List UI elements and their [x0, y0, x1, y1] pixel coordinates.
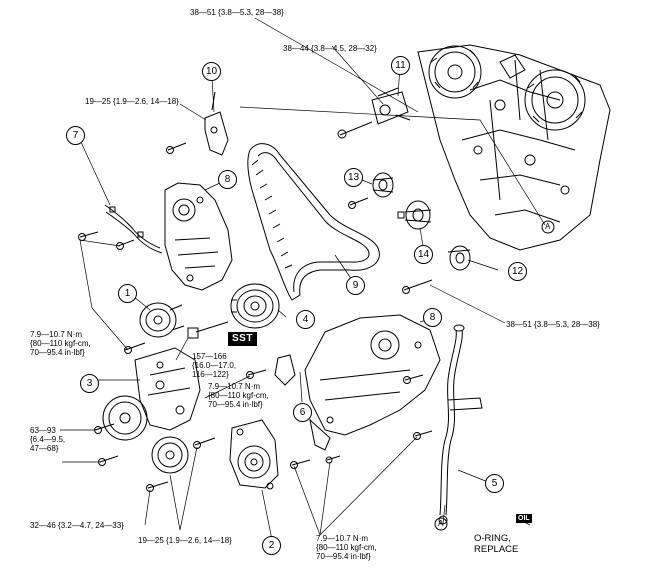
- crank-bolt: [187, 321, 229, 339]
- torque-label-10: 19—25 {1.9—2.6, 14—18}: [85, 97, 179, 106]
- torque-label-left-a: 7.9—10.7 N·m{80—110 kgf-cm,70—95.4 in·lb…: [30, 330, 91, 357]
- camshaft-pulley-left: [428, 45, 482, 99]
- callout-5: 5: [485, 474, 504, 493]
- ref-a-lower: A: [438, 519, 444, 528]
- crankshaft-pulley: [230, 283, 280, 329]
- torque-label-right: 38—51 {3.8—5.3, 28—38}: [506, 320, 600, 329]
- torque-label-63: 63—93{6.4—9.5,47—68}: [30, 426, 66, 453]
- callout-2: 2: [262, 536, 281, 555]
- reference-a-marks: [434, 220, 555, 531]
- ref-a-upper: A: [545, 222, 551, 231]
- upper-timing-cover: [164, 182, 233, 291]
- engine-block: [417, 44, 611, 251]
- accessory-bracket: [134, 347, 201, 431]
- torque-label-top1: 38—51 {3.8—5.3, 28—38}: [190, 8, 284, 17]
- callout-9: 9: [346, 276, 365, 295]
- callout-3: 3: [80, 374, 99, 393]
- bracket-6: [274, 354, 331, 451]
- idler-pulley-12: [447, 245, 471, 271]
- tensioner-assembly-11: [337, 87, 411, 139]
- torque-label-mid: 7.9—10.7 N·m{80—110 kgf-cm,70—95.4 in·lb…: [208, 382, 269, 409]
- pulley-lower-mid: [151, 436, 189, 474]
- callout-4: 4: [296, 310, 315, 329]
- bracket-10: [204, 91, 229, 156]
- oring-replace-note: O-RING,REPLACE: [474, 533, 519, 555]
- pulley-1: [139, 302, 185, 338]
- callout-6: 6: [293, 403, 312, 422]
- dipstick-tube: [438, 324, 483, 525]
- torque-label-32: 32—46 {3.2—4.7, 24—33}: [30, 521, 124, 530]
- callout-1: 1: [118, 284, 137, 303]
- tensioner-2: [229, 419, 279, 490]
- torque-label-crank: 157—166{16.0—17.0,116—122}: [192, 352, 237, 379]
- camshaft-pulley-right: [524, 69, 586, 131]
- callout-10: 10: [202, 62, 221, 81]
- callout-7: 7: [66, 126, 85, 145]
- pulley-lower-left: [102, 395, 148, 441]
- timing-belt: [247, 143, 380, 301]
- idler-pulley: [372, 172, 394, 198]
- wire-harness: [104, 204, 163, 254]
- oil-tag: OIL: [516, 514, 532, 523]
- callout-11: 11: [391, 56, 410, 75]
- torque-label-top2: 38—44 {3.8—4.5, 28—32}: [283, 44, 377, 53]
- callout-13: 13: [344, 168, 363, 187]
- callout-14: 14: [414, 245, 433, 264]
- torque-label-bottom19: 19—25 {1.9—2.6, 14—18}: [138, 536, 232, 545]
- callout-8-upper: 8: [218, 170, 237, 189]
- crankshaft-sprocket: [397, 200, 432, 230]
- callout-8-lower: 8: [423, 308, 442, 327]
- torque-label-bottom: 7.9—10.7 N·m{80—110 kgf-cm,70—95.4 in·lb…: [316, 534, 377, 561]
- callout-12: 12: [508, 262, 527, 281]
- leader-lines: [60, 17, 546, 541]
- sst-tag: SST: [228, 332, 257, 346]
- lower-timing-cover: [304, 314, 441, 436]
